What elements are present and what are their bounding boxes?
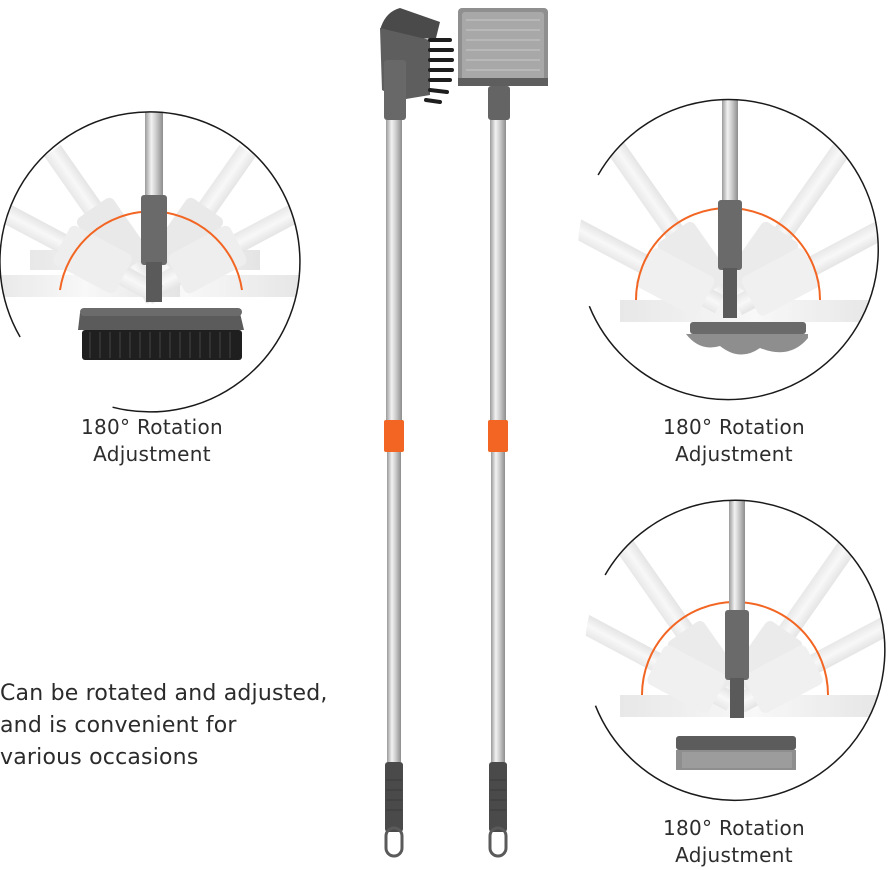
- feature-line: and is convenient for: [0, 713, 237, 738]
- caption-line: Adjustment: [93, 442, 211, 466]
- caption-mop-rotation-top: 180° Rotation Adjustment: [644, 414, 824, 468]
- caption-mop-rotation-bottom: 180° Rotation Adjustment: [644, 815, 824, 869]
- caption-line: 180° Rotation: [662, 816, 806, 840]
- brush-detail-circle: [0, 111, 301, 413]
- caption-line: 180° Rotation: [662, 415, 806, 439]
- caption-line: Adjustment: [675, 442, 793, 466]
- mop-detail-circle-top: [578, 98, 879, 401]
- caption-brush-rotation: 180° Rotation Adjustment: [62, 414, 242, 468]
- caption-line: 180° Rotation: [80, 415, 224, 439]
- feature-description: Can be rotated and adjusted, and is conv…: [0, 678, 328, 774]
- brush-tool: [380, 8, 454, 858]
- mop-detail-circle-bottom: [585, 499, 886, 801]
- feature-line: Can be rotated and adjusted,: [0, 681, 328, 706]
- mop-tool: [458, 8, 548, 858]
- feature-line: various occasions: [0, 745, 199, 770]
- caption-line: Adjustment: [675, 843, 793, 867]
